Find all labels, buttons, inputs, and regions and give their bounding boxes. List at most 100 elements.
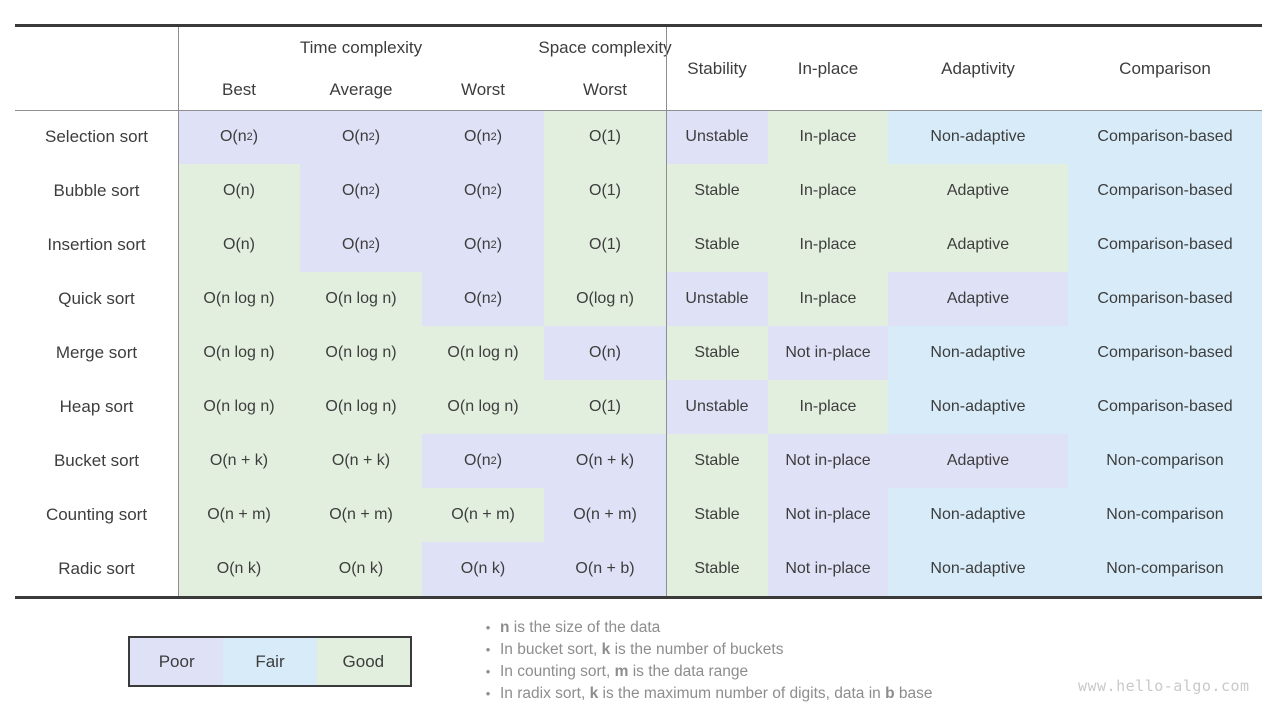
notes: • n is the size of the data • In bucket sor…: [476, 617, 933, 705]
bullet-icon: •: [485, 664, 491, 679]
complexity-table: Time complexity Space complexity Best Av…: [15, 24, 1262, 599]
row-label: Bucket sort: [53, 451, 140, 470]
table-cell: O(n): [544, 326, 666, 380]
table-cell: O(1): [544, 380, 666, 434]
row-label: Insertion sort: [47, 235, 146, 254]
header-space-complexity: Space complexity: [538, 38, 672, 57]
table-cell: Not in-place: [768, 434, 888, 488]
header-worst-time: Worst: [460, 79, 506, 99]
header-best: Best: [221, 79, 257, 99]
table-header: Time complexity Space complexity Best Av…: [15, 27, 1262, 110]
row-label: Counting sort: [45, 505, 148, 524]
table-cell: Unstable: [666, 272, 768, 326]
table-cell: O(n): [178, 218, 300, 272]
table-cell: Not in-place: [768, 542, 888, 596]
legend-item: Good: [316, 638, 410, 685]
table-cell: Non-comparison: [1068, 434, 1262, 488]
table-cell: Comparison-based: [1068, 110, 1262, 164]
table-cell: O(n log n): [178, 272, 300, 326]
table-cell: Non-adaptive: [888, 326, 1068, 380]
row-label: Selection sort: [45, 127, 148, 146]
note-text: In radix sort, k is the maximum number o…: [500, 685, 933, 702]
complexity-divider: [666, 27, 667, 596]
header-adaptivity: Adaptivity: [941, 58, 1015, 78]
table-cell: O(n k): [300, 542, 422, 596]
table-cell: O(n + m): [178, 488, 300, 542]
note-text: In bucket sort, k is the number of bucke…: [500, 641, 784, 658]
bullet-icon: •: [485, 686, 491, 701]
row-label: Quick sort: [58, 289, 135, 308]
table-cell: Comparison-based: [1068, 164, 1262, 218]
table-cell: Adaptive: [888, 434, 1068, 488]
table-cell: O(n log n): [300, 380, 422, 434]
table-cell: Unstable: [666, 110, 768, 164]
table-cell: O(n log n): [300, 272, 422, 326]
header-spacer: [15, 27, 178, 110]
table-cell: O(n k): [178, 542, 300, 596]
note-item: • In bucket sort, k is the number of buck…: [476, 639, 932, 661]
table-cell: In-place: [768, 164, 888, 218]
table-cell: O(n log n): [300, 326, 422, 380]
table-cell: Stable: [666, 218, 768, 272]
table-cell: O(n log n): [178, 326, 300, 380]
table-cell: O(1): [544, 164, 666, 218]
legend-item: Fair: [223, 638, 317, 685]
bullet-icon: •: [485, 620, 491, 635]
watermark: www.hello-algo.com: [1078, 677, 1250, 695]
table-cell: O(1): [544, 110, 666, 164]
header-comparison: Comparison: [1119, 58, 1211, 78]
table-cell: In-place: [768, 218, 888, 272]
table-cell: Stable: [666, 542, 768, 596]
table-cell: O(n + m): [422, 488, 544, 542]
table-cell: O(log n): [544, 272, 666, 326]
table-cell: Non-adaptive: [888, 488, 1068, 542]
label-column-divider: [178, 27, 179, 596]
table-cell: In-place: [768, 272, 888, 326]
table-cell: Not in-place: [768, 488, 888, 542]
table-cell: Stable: [666, 488, 768, 542]
table-cell: Comparison-based: [1068, 380, 1262, 434]
row-label: Heap sort: [59, 397, 134, 416]
table-cell: Non-comparison: [1068, 488, 1262, 542]
table-cell: O(n + k): [300, 434, 422, 488]
note-item: • n is the size of the data: [476, 617, 932, 639]
table-cell: Unstable: [666, 380, 768, 434]
table-cell: O(n + m): [544, 488, 666, 542]
table-cell: O(n + k): [178, 434, 300, 488]
table-cell: Non-comparison: [1068, 542, 1262, 596]
table-cell: O(n k): [422, 542, 544, 596]
table-cell: Non-adaptive: [888, 542, 1068, 596]
row-label: Merge sort: [55, 343, 138, 362]
row-label: Radic sort: [58, 559, 135, 578]
table-cell: Stable: [666, 164, 768, 218]
table-cell: O(n): [178, 164, 300, 218]
note-item: • In counting sort, m is the data range: [476, 661, 932, 683]
table-cell: Comparison-based: [1068, 326, 1262, 380]
table-cell: O(1): [544, 218, 666, 272]
table-cell: O(n + m): [300, 488, 422, 542]
header-in-place: In-place: [797, 58, 859, 78]
bullet-icon: •: [485, 642, 491, 657]
note-text: In counting sort, m is the data range: [500, 663, 749, 680]
table-cell: O(n log n): [422, 380, 544, 434]
note-text: n is the size of the data: [500, 619, 661, 636]
table-cell: O(n + k): [544, 434, 666, 488]
table-cell: In-place: [768, 380, 888, 434]
table-cell: Non-adaptive: [888, 380, 1068, 434]
legend-item: Poor: [130, 638, 224, 685]
table-cell: Non-adaptive: [888, 110, 1068, 164]
table-cell: O(n + b): [544, 542, 666, 596]
table-cell: Adaptive: [888, 218, 1068, 272]
header-average: Average: [329, 79, 393, 99]
